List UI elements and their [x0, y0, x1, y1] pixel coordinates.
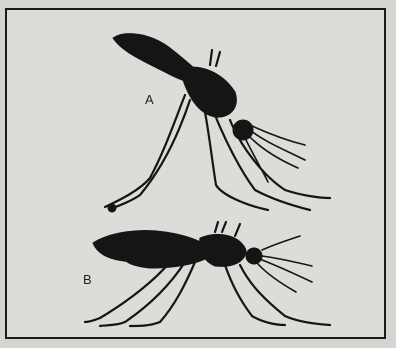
- mosquito-a: [105, 34, 330, 212]
- label-a: A: [145, 92, 154, 107]
- mosquito-b-head: [246, 248, 262, 264]
- mosquito-b-thorax: [200, 234, 246, 266]
- mosquito-b: [85, 222, 330, 326]
- label-b: B: [83, 272, 92, 287]
- mosquito-a-thorax: [180, 67, 236, 117]
